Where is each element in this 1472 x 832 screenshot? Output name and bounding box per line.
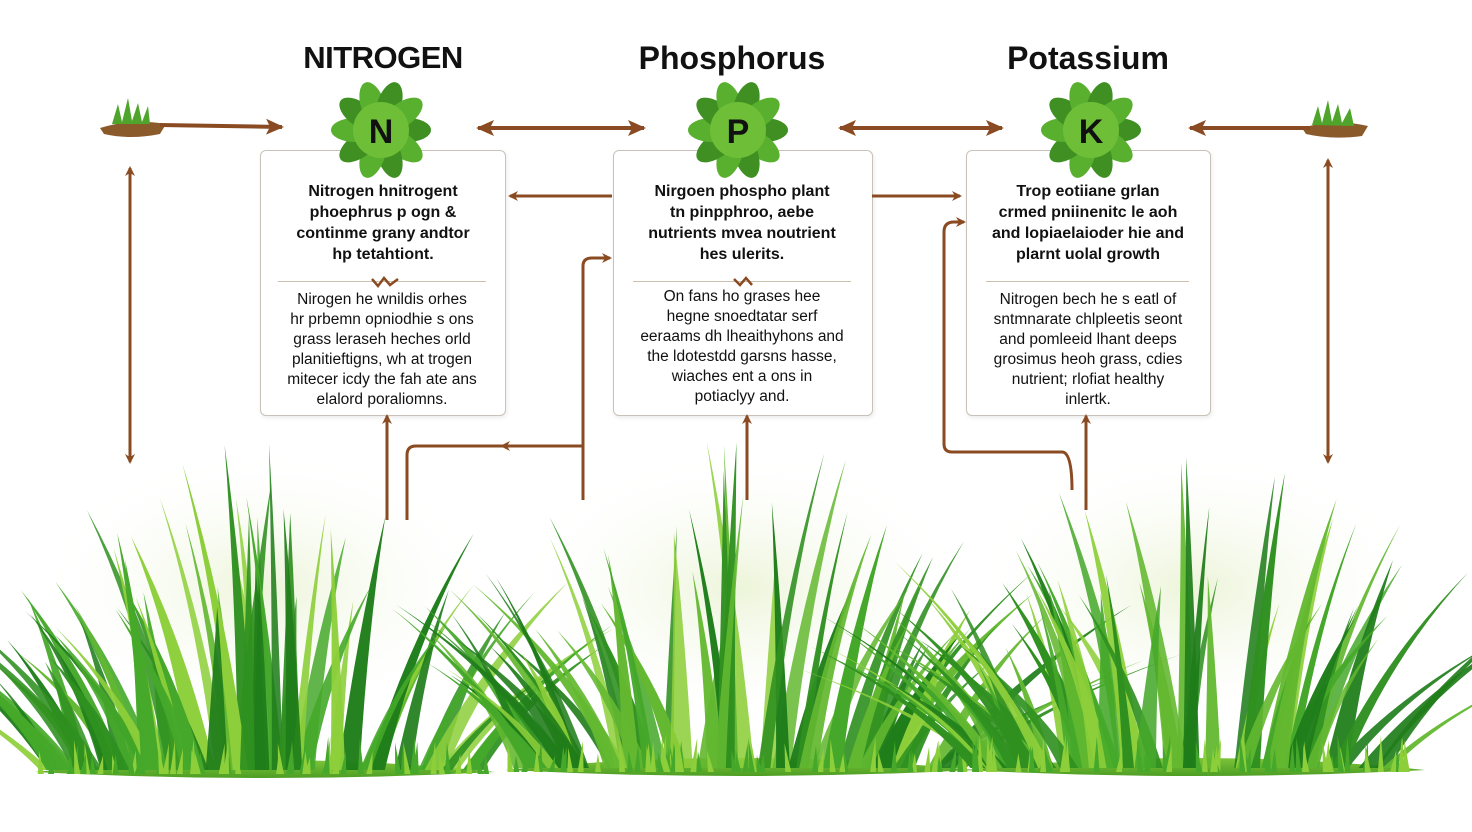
grass-tuft-nitrogen	[0, 443, 614, 778]
text-line: plarnt uolal growth	[1016, 246, 1160, 263]
phosphorus-upper-text: Nirgoen phospho plant tn pinpphroo, aebe…	[624, 181, 860, 265]
text-line: eeraams dh lheaithyhons and	[640, 328, 844, 345]
text-line: wiaches ent a ons in	[671, 368, 813, 385]
divider-potassium	[986, 281, 1189, 282]
text-line: phoephrus p ogn &	[309, 204, 457, 221]
heading-phosphorus: Phosphorus	[638, 40, 826, 76]
leaf-badge-icon	[688, 82, 788, 178]
text-line: hr prbemn opniodhie s ons	[290, 311, 474, 328]
text-line: tn pinpphroo, aebe	[670, 204, 814, 221]
double-headed-arrow-icon	[159, 118, 284, 135]
text-line: hp tetahtiont.	[332, 246, 434, 263]
text-line: planitieftigns, wh at trogen	[291, 351, 473, 368]
soil-patch-icon	[1302, 100, 1368, 138]
leaf-badge-icon	[331, 82, 431, 178]
grass-tuft-phosphorus	[391, 442, 1182, 776]
connector-arrow	[405, 444, 502, 520]
text-line: and lopiaelaioder hie and	[991, 225, 1185, 242]
connector-arrow	[581, 253, 612, 500]
text-line: grass leraseh heches orld	[293, 331, 471, 348]
nitrogen-upper-text: Nitrogen hnitrogent phoephrus p ogn & co…	[270, 181, 496, 265]
info-box-potassium	[966, 150, 1211, 416]
text-line: grosimus heoh grass, cdies	[993, 351, 1183, 368]
text-line: potiaclyy and.	[694, 388, 790, 405]
text-line: Trop eotiiane grlan	[1016, 183, 1160, 200]
text-line: crmed pniinenitc le aoh	[998, 204, 1178, 221]
text-line: the ldotestdd garsns hasse,	[647, 348, 837, 365]
symbol-nitrogen: N	[369, 113, 394, 151]
leaf-badge-icon	[1041, 82, 1141, 178]
text-line: hegne snoedtatar serf	[666, 308, 818, 325]
text-line: continme grany andtor	[296, 225, 470, 242]
symbol-potassium: K	[1079, 113, 1104, 151]
text-line: Nirogen he wnildis orhes	[297, 291, 467, 308]
grass-tuft-potassium	[795, 457, 1472, 776]
text-line: hes ulerits.	[699, 246, 785, 263]
text-line: elalord poraliomns.	[316, 391, 448, 408]
heading-nitrogen: NITROGEN	[303, 40, 463, 75]
text-line: sntmnarate chlpleetis seont	[993, 311, 1183, 328]
soil-patch-icon	[100, 98, 166, 137]
connector-arrow	[942, 217, 1074, 491]
text-line: nutrient; rlofiat healthy	[1011, 371, 1165, 388]
text-line: mitecer icdy the fah ate ans	[287, 371, 477, 388]
text-line: Nirgoen phospho plant	[654, 183, 830, 200]
phosphorus-lower-text: On fans ho grases hee hegne snoedtatar s…	[622, 287, 862, 407]
text-line: On fans ho grases hee	[663, 288, 821, 305]
text-line: Nitrogen hnitrogent	[308, 183, 458, 200]
text-line: and pomleeid lhant deeps	[999, 331, 1177, 348]
symbol-phosphorus: P	[727, 113, 750, 151]
potassium-upper-text: Trop eotiiane grlan crmed pniinenitc le …	[976, 181, 1200, 265]
text-line: nutrients mvea noutrient	[648, 225, 836, 242]
potassium-lower-text: Nitrogen bech he s eatl of sntmnarate ch…	[974, 290, 1202, 410]
nitrogen-lower-text: Nirogen he wnildis orhes hr prbemn opnio…	[268, 290, 496, 410]
text-line: inlertk.	[1065, 391, 1111, 408]
heading-potassium: Potassium	[1007, 40, 1169, 76]
text-line: Nitrogen bech he s eatl of	[999, 291, 1177, 308]
